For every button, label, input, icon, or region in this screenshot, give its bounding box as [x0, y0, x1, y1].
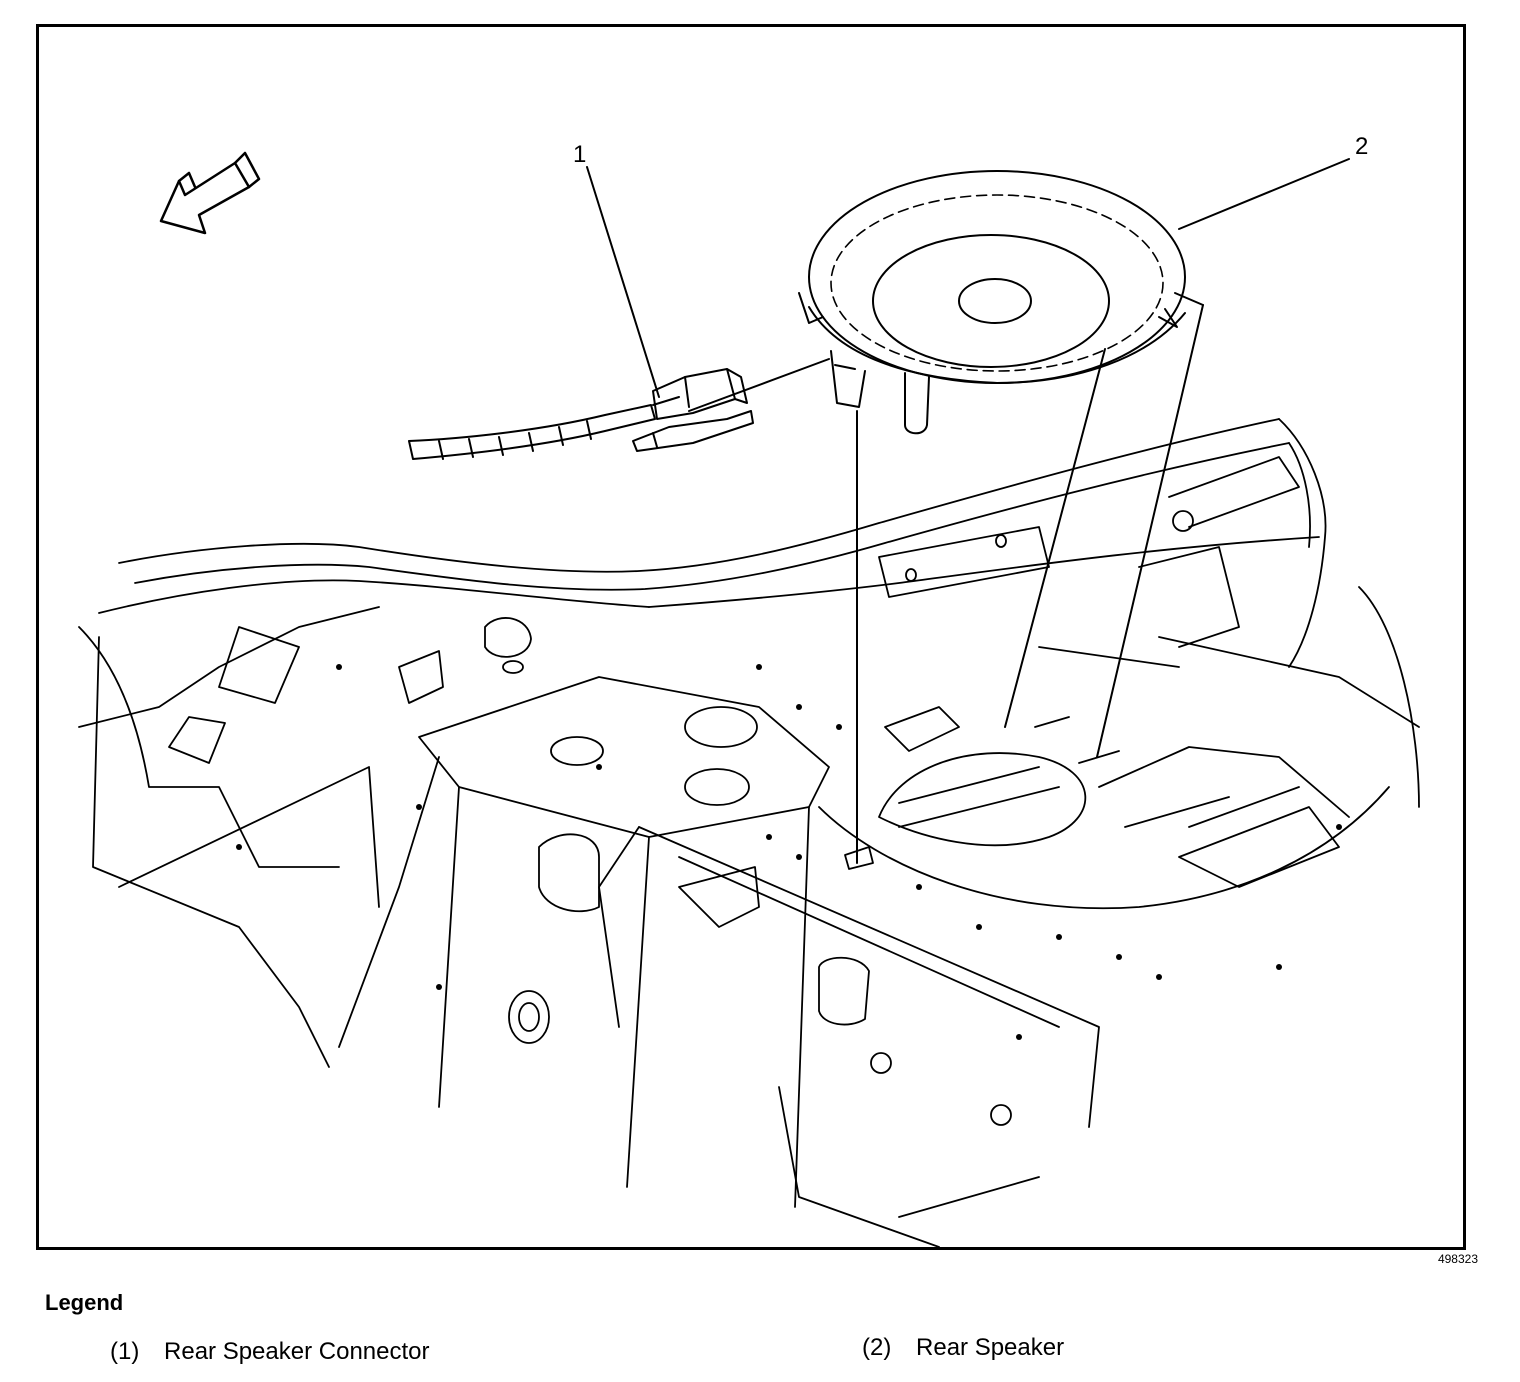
- diagram-frame: 1 2: [36, 24, 1466, 1250]
- callout-2-label: 2: [1355, 133, 1369, 160]
- front-direction-arrow-icon: [159, 151, 261, 235]
- rear-speaker-connector-illustration: [408, 358, 830, 460]
- callout-1-label: 1: [573, 141, 587, 168]
- callout-1-leader: [586, 166, 660, 398]
- exploded-view-illustration: [78, 151, 1420, 1247]
- callout-2-leader: [1178, 158, 1350, 230]
- figure-id: 498323: [1437, 1252, 1478, 1266]
- rear-speaker-illustration: [798, 170, 1186, 435]
- legend-item-rear-speaker: (2) Rear Speaker: [862, 1334, 1064, 1362]
- legend-item-number: (1): [110, 1338, 140, 1365]
- legend-item-label: Rear Speaker Connector: [164, 1338, 430, 1365]
- legend-item-label: Rear Speaker: [916, 1334, 1065, 1361]
- legend-item-number: (2): [862, 1334, 892, 1361]
- vehicle-body-structure: [78, 418, 1420, 1247]
- legend-title: Legend: [45, 1290, 124, 1315]
- legend-item-rear-speaker-connector: (1) Rear Speaker Connector: [110, 1338, 430, 1366]
